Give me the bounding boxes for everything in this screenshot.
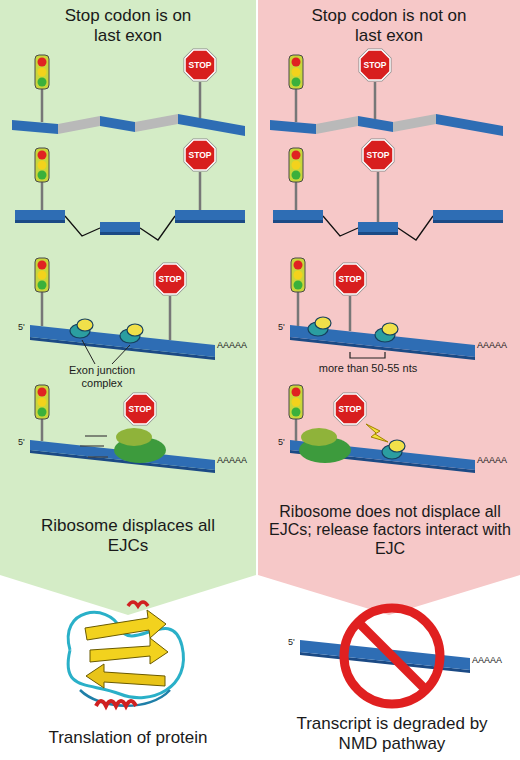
traffic-light xyxy=(289,385,303,419)
stop-text: STOP xyxy=(358,48,392,82)
signal-pole xyxy=(295,89,298,122)
stop-text: STOP xyxy=(361,138,395,172)
stop-pole xyxy=(374,82,377,119)
exon-shade xyxy=(358,232,398,235)
outcome-caption: Ribosome displaces all EJCs xyxy=(20,516,236,555)
alpha-helix xyxy=(96,701,136,706)
exon-shade xyxy=(100,232,140,235)
panel-heading: Stop codon is on last exon xyxy=(53,6,203,47)
exon-shade xyxy=(273,220,323,223)
stop-text: STOP xyxy=(333,262,367,296)
stop-pole xyxy=(349,296,352,331)
five-prime-cap: 5' xyxy=(18,322,30,332)
exon xyxy=(433,210,503,220)
stop-sign-rim xyxy=(124,393,157,426)
stop-pole xyxy=(199,172,202,210)
poly-a-tail: AAAAA xyxy=(217,455,257,465)
stop-sign: STOP xyxy=(183,138,217,172)
panel-chevron xyxy=(258,0,520,615)
five-prime-cap: 5' xyxy=(278,437,290,447)
poly-a-tail: AAAAA xyxy=(477,340,517,350)
motion-line xyxy=(85,435,107,436)
traffic-light xyxy=(289,148,303,182)
stop-sign: STOP xyxy=(333,262,367,296)
distance-label: more than 50-55 nts xyxy=(318,362,418,375)
stop-sign: STOP xyxy=(123,392,157,426)
prohibition-circle xyxy=(344,608,440,704)
stop-sign-rim xyxy=(154,263,187,296)
prohibition-slash xyxy=(358,622,426,690)
beta-strand xyxy=(85,610,166,640)
exon xyxy=(273,210,323,220)
stop-sign: STOP xyxy=(183,48,217,82)
five-prime-cap: 5' xyxy=(288,637,300,647)
five-prime-cap: 5' xyxy=(278,322,290,332)
result-caption: Transcript is degraded by NMD pathway xyxy=(292,714,492,753)
ribosome-small-subunit xyxy=(116,428,152,446)
stop-sign-rim xyxy=(334,393,367,426)
stop-sign-rim xyxy=(359,49,392,82)
poly-a-tail: AAAAA xyxy=(472,655,512,665)
motion-line xyxy=(88,456,108,457)
stop-pole xyxy=(199,82,202,118)
stop-sign: STOP xyxy=(361,138,395,172)
stop-sign-rim xyxy=(334,263,367,296)
beta-strand xyxy=(86,664,165,688)
traffic-light xyxy=(35,258,49,292)
five-prime-cap: 5' xyxy=(18,437,30,447)
exon-shade xyxy=(175,220,245,223)
stop-sign-rim xyxy=(362,139,395,172)
stop-text: STOP xyxy=(153,262,187,296)
panel-heading: Stop codon is not on last exon xyxy=(307,6,472,47)
beta-strand xyxy=(90,638,168,664)
poly-a-tail: AAAAA xyxy=(217,340,257,350)
traffic-light xyxy=(35,148,49,182)
exon xyxy=(15,210,65,220)
traffic-light xyxy=(291,258,305,292)
stop-sign-rim xyxy=(184,139,217,172)
exon-shade xyxy=(15,220,65,223)
signal-pole xyxy=(295,182,298,210)
traffic-light xyxy=(35,55,49,89)
ribosome-small-subunit xyxy=(301,428,337,446)
exon-shade xyxy=(433,220,503,223)
protein-loop xyxy=(80,690,170,706)
outcome-caption: Ribosome does not displace all EJCs; rel… xyxy=(266,503,514,558)
stop-sign-rim xyxy=(184,49,217,82)
signal-pole xyxy=(41,292,44,326)
signal-pole xyxy=(297,292,300,326)
signal-pole xyxy=(41,89,44,122)
stop-sign: STOP xyxy=(333,392,367,426)
stop-sign: STOP xyxy=(153,262,187,296)
traffic-light xyxy=(289,55,303,89)
stop-pole xyxy=(377,172,380,222)
callout-label: Exon junction complex xyxy=(52,364,152,389)
stop-pole xyxy=(169,296,172,340)
signal-pole xyxy=(41,419,44,441)
exon xyxy=(358,222,398,232)
result-caption: Translation of protein xyxy=(10,728,246,748)
exon xyxy=(175,210,245,220)
signal-pole xyxy=(41,182,44,210)
signal-pole xyxy=(295,419,298,441)
traffic-light xyxy=(35,385,49,419)
exon xyxy=(100,222,140,232)
poly-a-tail: AAAAA xyxy=(477,455,517,465)
motion-line xyxy=(80,445,104,446)
stop-sign: STOP xyxy=(358,48,392,82)
panel-chevron xyxy=(0,0,256,615)
stop-text: STOP xyxy=(183,48,217,82)
stop-text: STOP xyxy=(333,392,367,426)
stop-text: STOP xyxy=(123,392,157,426)
stop-text: STOP xyxy=(183,138,217,172)
